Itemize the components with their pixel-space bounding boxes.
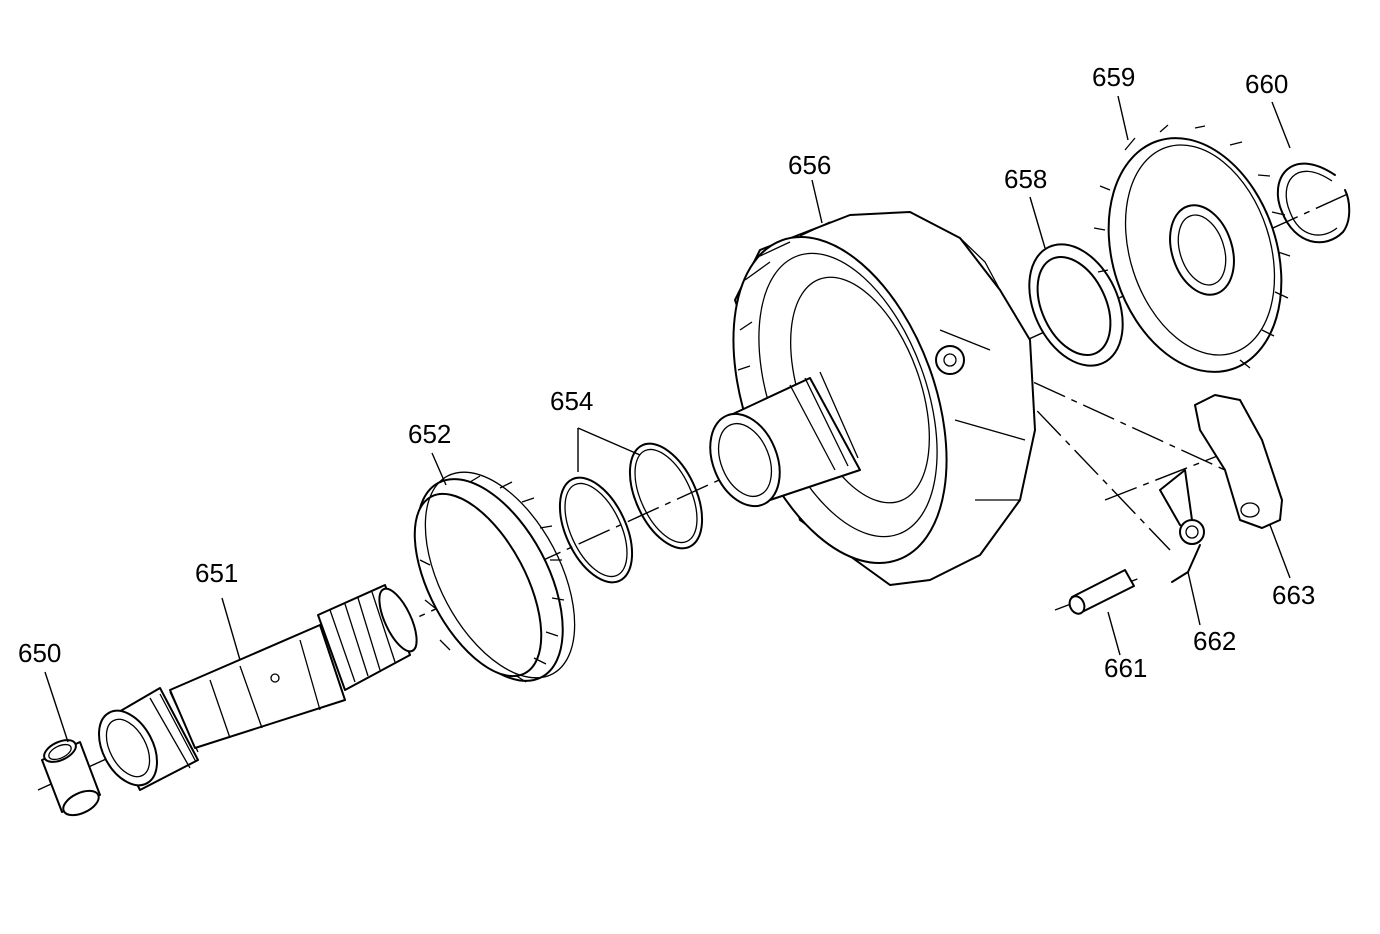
part-656-housing — [709, 211, 1036, 586]
callout-662: 662 — [1193, 626, 1236, 656]
part-658-thrust-washer — [1028, 243, 1124, 367]
callout-663: 663 — [1272, 580, 1315, 610]
part-652-clutch-ring — [413, 471, 576, 683]
callout-650: 650 — [18, 638, 61, 668]
part-654-seal-rings — [558, 442, 704, 584]
part-663-pawl — [1194, 394, 1283, 529]
callout-labels: 650 651 652 654 656 658 659 660 661 662 … — [18, 62, 1315, 683]
callout-660: 660 — [1245, 69, 1288, 99]
part-661-pin — [1068, 569, 1135, 615]
part-662-spring — [1159, 469, 1205, 583]
callout-651: 651 — [195, 558, 238, 588]
part-659-gear — [1093, 124, 1291, 373]
callout-656: 656 — [788, 150, 831, 180]
leader-lines — [44, 95, 1291, 743]
part-660-snap-ring — [1276, 162, 1351, 244]
callout-658: 658 — [1004, 164, 1047, 194]
part-651-shaft — [98, 584, 418, 791]
part-650-bushing — [41, 739, 101, 817]
callout-661: 661 — [1104, 653, 1147, 683]
callout-659: 659 — [1092, 62, 1135, 92]
callout-654: 654 — [550, 386, 593, 416]
callout-652: 652 — [408, 419, 451, 449]
